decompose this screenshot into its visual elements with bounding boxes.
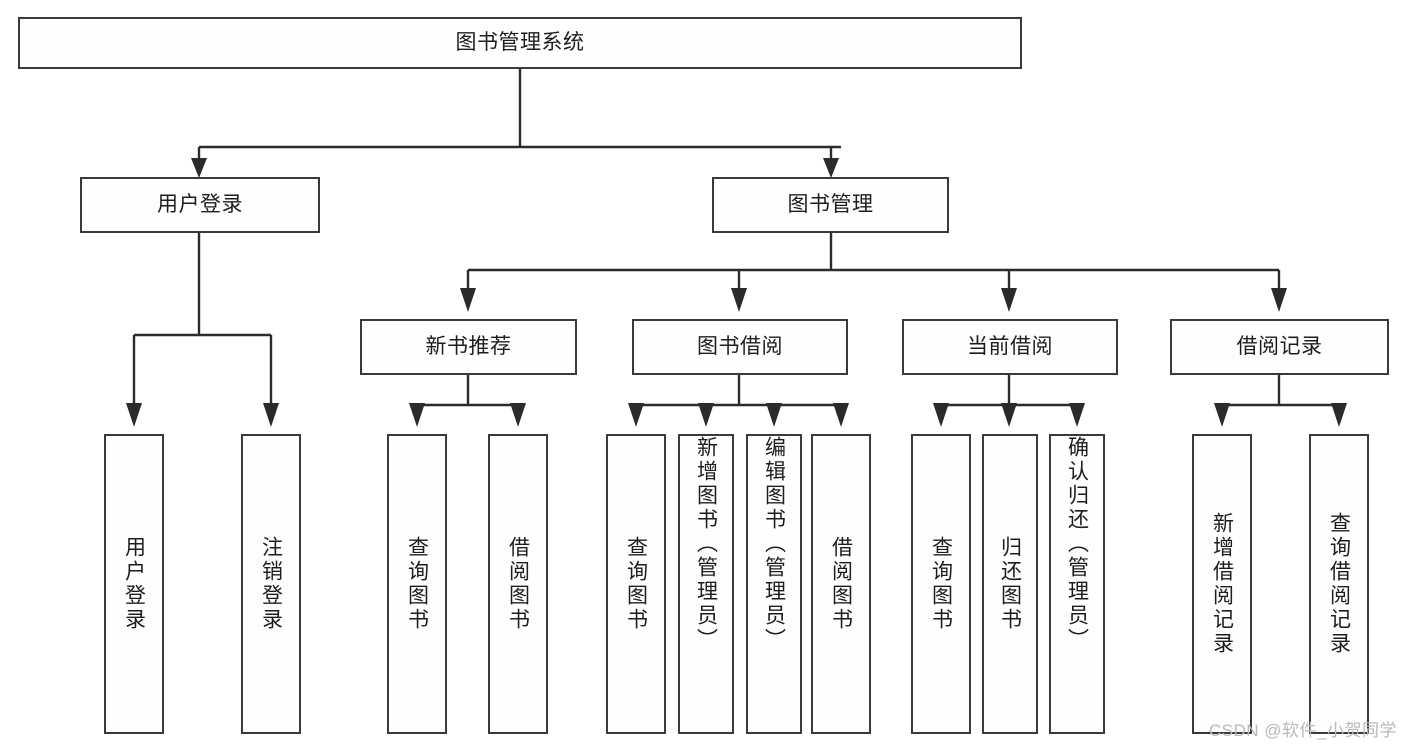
node-leaf-borrow-book-1-label: 借阅图书 [506,536,530,632]
arrow-leaf-query-book-3 [933,403,949,427]
node-leaf-return-book[interactable]: 归还图书 [982,434,1038,734]
node-leaf-query-book-2[interactable]: 查询图书 [606,434,666,734]
arrow-book-borrow [731,288,747,312]
arrow-leaf-borrow-book-2 [833,403,849,427]
node-book-manage[interactable]: 图书管理 [712,177,949,233]
arrow-leaf-query-book-2 [628,403,644,427]
node-leaf-confirm-return-label: 确认归还（管理员） [1065,436,1089,652]
arrow-leaf-return-book [1001,403,1017,427]
node-leaf-query-book-3-label: 查询图书 [929,536,953,632]
node-borrow-record[interactable]: 借阅记录 [1170,319,1389,375]
node-leaf-borrow-book-2-label: 借阅图书 [829,536,853,632]
node-leaf-borrow-book-1[interactable]: 借阅图书 [488,434,548,734]
node-user-login[interactable]: 用户登录 [80,177,320,233]
node-new-book-rec-label: 新书推荐 [425,335,512,359]
arrow-leaf-query-record [1331,403,1347,427]
arrow-leaf-logout [263,403,279,427]
node-leaf-add-record[interactable]: 新增借阅记录 [1192,434,1252,734]
node-leaf-query-record-label: 查询借阅记录 [1327,512,1351,656]
node-leaf-add-book-label: 新增图书（管理员） [694,436,718,652]
arrow-leaf-user-login [126,403,142,427]
node-book-borrow[interactable]: 图书借阅 [632,319,848,375]
node-leaf-edit-book-label: 编辑图书（管理员） [762,436,786,652]
node-current-borrow-label: 当前借阅 [967,335,1053,359]
node-leaf-query-book-1[interactable]: 查询图书 [387,434,447,734]
node-leaf-edit-book[interactable]: 编辑图书（管理员） [746,434,802,734]
node-root[interactable]: 图书管理系统 [18,17,1022,69]
arrow-user-login [191,158,207,178]
node-leaf-add-book[interactable]: 新增图书（管理员） [678,434,734,734]
node-borrow-record-label: 借阅记录 [1236,335,1323,359]
arrow-leaf-query-book-1 [409,403,425,427]
csdn-watermark: CSDN @软件_小贺同学 [1208,721,1397,740]
node-leaf-logout-label: 注销登录 [259,536,283,632]
arrow-leaf-add-book [698,403,714,427]
node-book-manage-label: 图书管理 [787,193,874,217]
node-leaf-query-book-3[interactable]: 查询图书 [911,434,971,734]
arrow-leaf-add-record [1214,403,1230,427]
node-root-label: 图书管理系统 [455,31,585,55]
arrow-leaf-borrow-book-1 [510,403,526,427]
node-leaf-return-book-label: 归还图书 [998,536,1022,632]
arrow-new-book-rec [460,288,476,312]
node-leaf-user-login[interactable]: 用户登录 [104,434,164,734]
node-leaf-borrow-book-2[interactable]: 借阅图书 [811,434,871,734]
node-book-borrow-label: 图书借阅 [697,335,783,359]
arrow-leaf-confirm-return [1069,403,1085,427]
arrow-book-manage [823,158,839,178]
node-current-borrow[interactable]: 当前借阅 [902,319,1118,375]
node-new-book-rec[interactable]: 新书推荐 [360,319,577,375]
node-user-login-label: 用户登录 [157,193,243,217]
node-leaf-logout[interactable]: 注销登录 [241,434,301,734]
arrow-leaf-edit-book [766,403,782,427]
node-leaf-query-record[interactable]: 查询借阅记录 [1309,434,1369,734]
node-leaf-query-book-2-label: 查询图书 [624,536,648,632]
arrow-borrow-record [1271,288,1287,312]
node-leaf-query-book-1-label: 查询图书 [405,536,429,632]
node-leaf-add-record-label: 新增借阅记录 [1210,512,1234,656]
node-leaf-confirm-return[interactable]: 确认归还（管理员） [1049,434,1105,734]
node-leaf-user-login-label: 用户登录 [122,536,146,632]
arrow-current-borrow [1001,288,1017,312]
